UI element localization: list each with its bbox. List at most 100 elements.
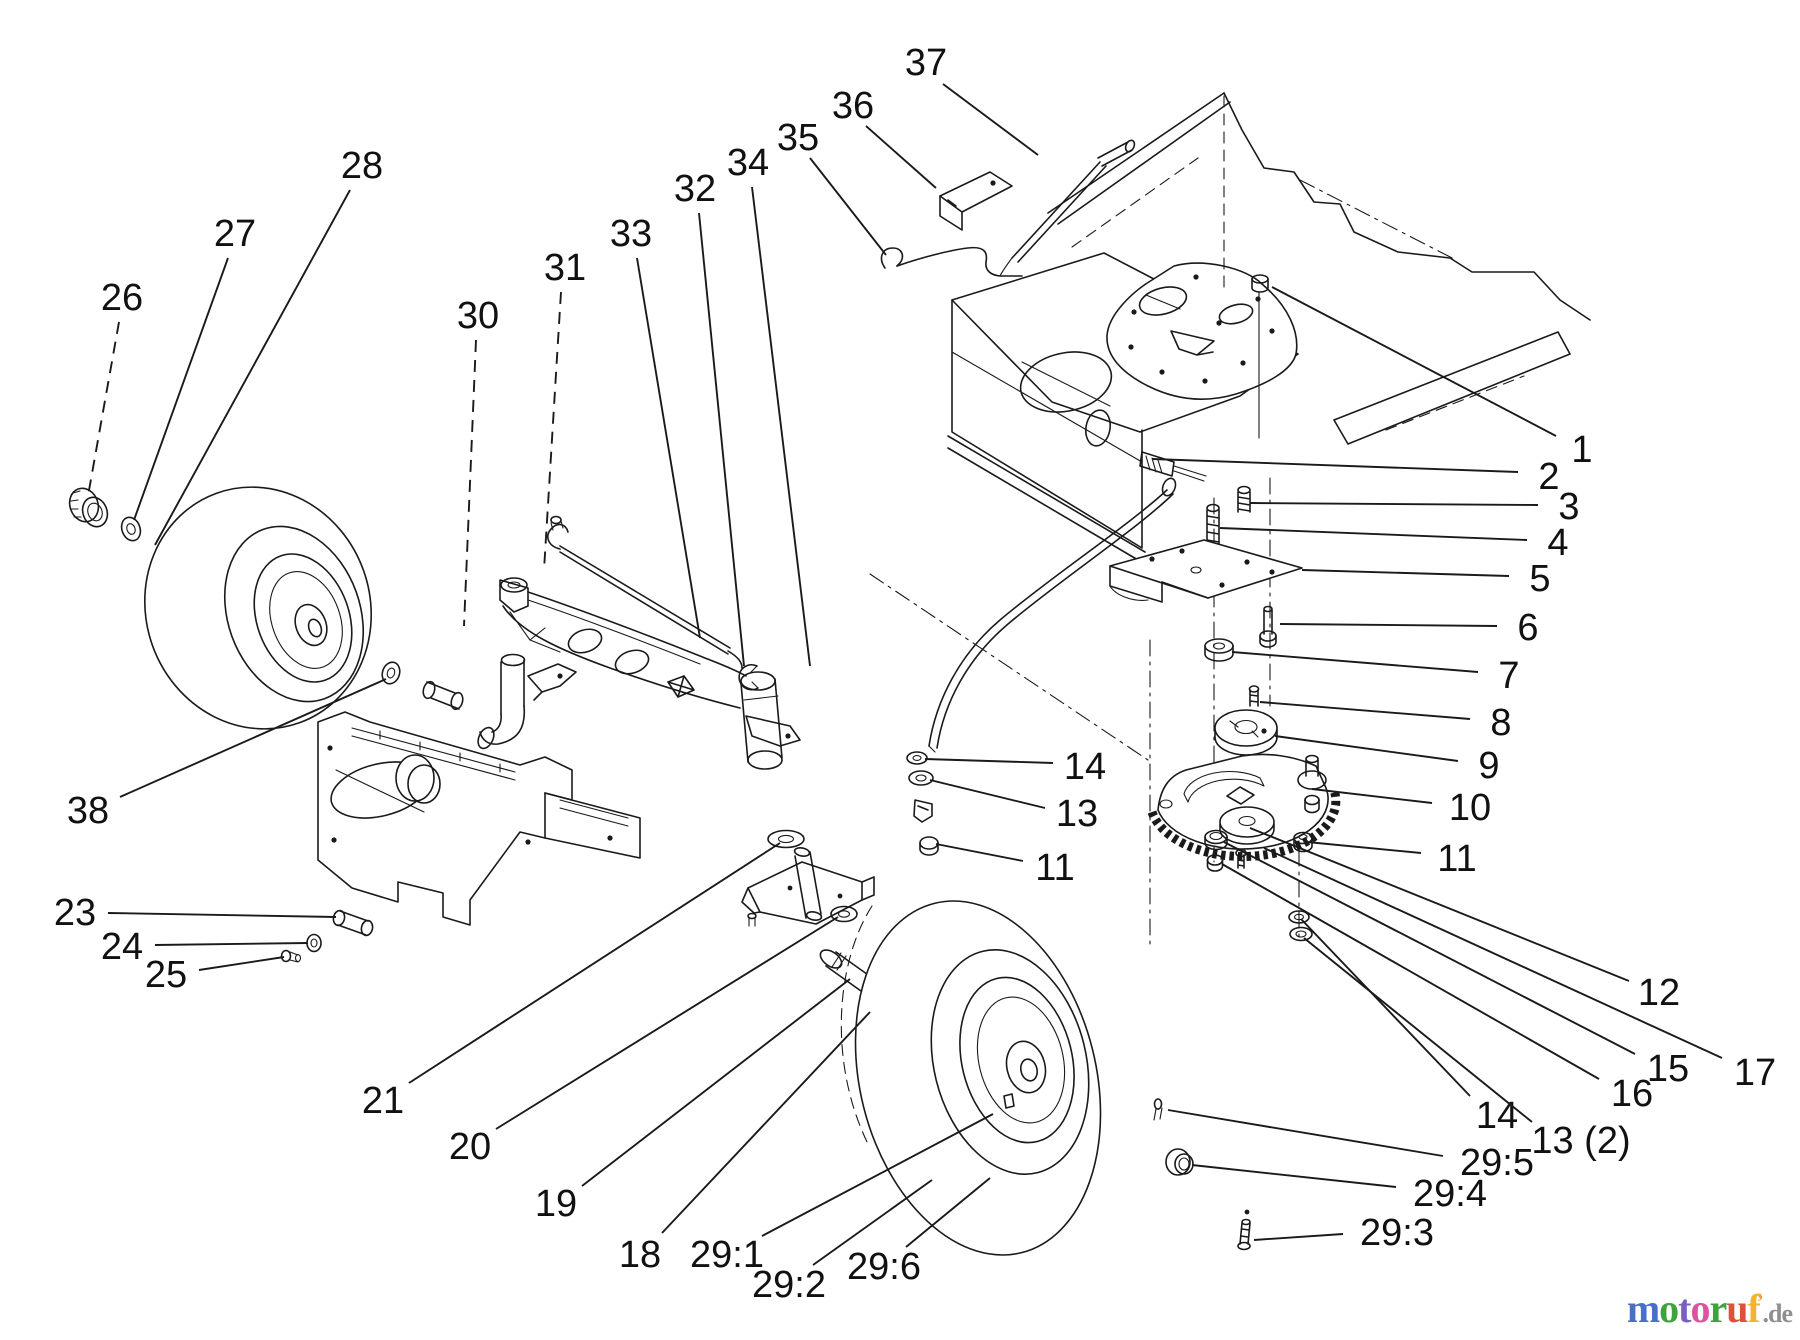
callout-label-13m: 13 [1056, 793, 1098, 835]
clamp-block [913, 799, 933, 823]
flange-nut-1 [1223, 95, 1269, 439]
right-wheel-assembly [854, 900, 1251, 1256]
leader-line-5 [1301, 569, 1510, 577]
callout-label-30: 30 [457, 295, 499, 337]
leader-line-38 [119, 678, 387, 798]
leader-line-13m [929, 779, 1046, 809]
lever-rod-37 [999, 139, 1136, 277]
watermark-letter: t [1678, 1286, 1691, 1331]
leader-line-36 [865, 125, 937, 189]
leader-line-4 [1219, 527, 1528, 541]
leader-line-14m [924, 758, 1054, 764]
leader-line-11 [1306, 841, 1422, 854]
deck-hole [1019, 351, 1113, 413]
callout-label-29-1: 29:1 [690, 1234, 764, 1276]
pivot-tube-elbow [477, 653, 577, 750]
washer-27 [120, 516, 142, 542]
spindle-housing [740, 671, 783, 770]
callout-label-35: 35 [777, 117, 819, 159]
leader-line-19 [581, 978, 851, 1187]
leader-line-37 [942, 83, 1039, 156]
pivot-bracket [741, 861, 875, 927]
callout-label-5: 5 [1529, 558, 1550, 600]
nut-11-mid [919, 836, 939, 850]
console-deck [947, 92, 1591, 561]
mount-bracket-36 [939, 171, 1013, 231]
callout-label-14m: 14 [1064, 746, 1106, 788]
leader-line-29-5 [1167, 1109, 1444, 1157]
watermark-suffix: .de [1762, 1299, 1793, 1328]
hub-key-pin [1003, 1093, 1015, 1109]
callout-label-23: 23 [54, 892, 96, 934]
callout-label-6: 6 [1517, 607, 1538, 649]
washer-21 [767, 829, 805, 849]
leader-line-30 [463, 339, 477, 627]
callout-label-7: 7 [1498, 655, 1519, 697]
support-bracket [317, 711, 641, 926]
thrust-washer-38 [381, 661, 401, 685]
leader-line-14b [1300, 918, 1471, 1097]
leader-line-24 [154, 942, 309, 946]
callout-label-20: 20 [449, 1126, 491, 1168]
callout-label-32: 32 [674, 168, 716, 210]
callout-label-13b: 13 (2) [1531, 1120, 1630, 1162]
leader-line-3 [1249, 502, 1539, 506]
leader-line-23 [107, 912, 337, 918]
shoulder-bolt-6 [1259, 605, 1277, 648]
leader-line-27 [133, 257, 229, 521]
callout-label-29-2: 29:2 [752, 1264, 826, 1306]
leader-line-18 [661, 1011, 871, 1234]
spindle-shaft [793, 847, 823, 921]
bolt-4 [1206, 503, 1220, 545]
leader-line-2 [1151, 458, 1519, 473]
leader-line-35 [809, 157, 887, 256]
callout-label-17: 17 [1734, 1052, 1776, 1094]
leader-line-10 [1311, 788, 1433, 804]
callout-label-12: 12 [1638, 972, 1680, 1014]
valve-stem-29-3 [1237, 1209, 1251, 1251]
callout-label-34: 34 [727, 142, 769, 184]
tie-rod [547, 515, 743, 669]
leader-line-21 [408, 842, 781, 1084]
callout-label-33: 33 [610, 213, 652, 255]
steering-gear-group [1109, 477, 1341, 942]
leader-line-17 [1263, 847, 1723, 1059]
spindle-hardware [741, 829, 899, 1009]
watermark-letter: u [1726, 1286, 1748, 1331]
steering-arm [745, 715, 801, 747]
callout-label-29-6: 29:6 [847, 1246, 921, 1288]
callout-label-31: 31 [544, 247, 586, 289]
callout-label-15: 15 [1647, 1048, 1689, 1090]
callout-label-38: 38 [67, 790, 109, 832]
leader-line-33 [636, 257, 701, 639]
watermark-tick: ’ [1756, 1290, 1764, 1313]
leader-line-16 [1221, 863, 1600, 1080]
washer-disc-12 [1219, 806, 1275, 845]
bolt-3 [1237, 485, 1251, 513]
latch-plate [1139, 451, 1175, 477]
pivot-spacer [422, 680, 464, 711]
leader-line-8 [1259, 701, 1471, 720]
leader-line-1 [1271, 286, 1557, 437]
leader-line-6 [1279, 623, 1498, 627]
callout-label-4: 4 [1547, 522, 1568, 564]
leader-line-29-6 [905, 1177, 991, 1248]
leader-line-13b [1303, 937, 1533, 1123]
leader-line-29-2 [812, 1179, 933, 1266]
callout-label-18: 18 [619, 1234, 661, 1276]
callout-label-29-3: 29:3 [1360, 1212, 1434, 1254]
callout-label-9: 9 [1478, 745, 1499, 787]
callout-label-29-5: 29:5 [1460, 1142, 1534, 1184]
callout-label-29-4: 29:4 [1413, 1173, 1487, 1215]
leader-line-11m [935, 843, 1024, 862]
washer-13 [908, 770, 934, 786]
leader-line-29-4 [1191, 1164, 1397, 1188]
axle-beam [499, 577, 801, 770]
watermark-letter: o [1659, 1286, 1679, 1331]
watermark-letter: m [1626, 1286, 1660, 1331]
flange-nut-15 [1204, 829, 1228, 851]
leader-line-7 [1231, 651, 1479, 673]
bolt-8 [1248, 685, 1260, 707]
